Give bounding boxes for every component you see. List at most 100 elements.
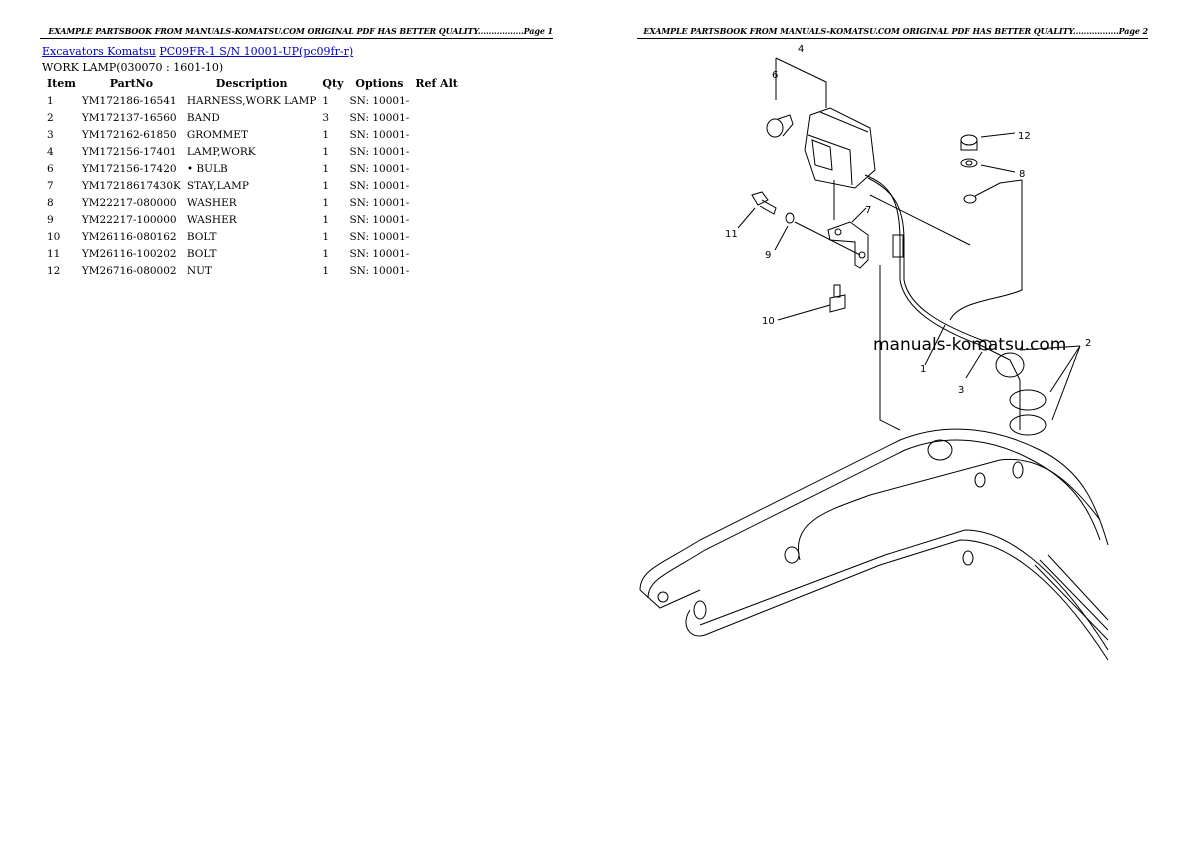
row-ref-alt: [412, 177, 461, 194]
boom-arm-outline: [639, 428, 1109, 661]
table-header-row: Item PartNo Description Qty Options Ref …: [44, 76, 461, 92]
row-quantity: 1: [322, 179, 330, 192]
callout-8: 8: [1019, 169, 1025, 180]
row-item-number: 11: [47, 247, 61, 260]
row-quantity: 1: [322, 264, 330, 277]
washer-icon: [960, 158, 978, 168]
bulb-icon: [766, 114, 794, 138]
row-description: LAMP,WORK: [186, 145, 256, 158]
row-item-number: 8: [47, 196, 54, 209]
row-quantity: 1: [322, 128, 330, 141]
row-options: SN: 10001-: [349, 128, 410, 141]
callout-6: 6: [772, 70, 778, 81]
callout-12: 12: [1018, 131, 1031, 142]
row-options: SN: 10001-: [349, 145, 410, 158]
row-item-number: 9: [47, 213, 54, 226]
row-description: • BULB: [186, 162, 228, 175]
table-row: 1 YM172186-16541 HARNESS,WORK LAMP 1 SN: 100…: [44, 92, 461, 109]
row-item-number: 3: [47, 128, 54, 141]
row-ref-alt: [412, 245, 461, 262]
page-1-header: EXAMPLE PARTSBOOK FROM MANUALS-KOMATSU.C…: [40, 26, 553, 39]
row-quantity: 1: [322, 145, 330, 158]
section-title: WORK LAMP(030070 : 1601-10): [42, 61, 224, 74]
breadcrumb-link-model[interactable]: PC09FR-1 S/N 10001-UP(pc09fr-r): [159, 45, 354, 58]
row-description: BOLT: [186, 247, 217, 260]
row-item-number: 10: [47, 230, 61, 243]
row-description: BAND: [186, 111, 220, 124]
work-lamp-icon: [804, 107, 876, 189]
row-options: SN: 10001-: [349, 179, 410, 192]
row-quantity: 1: [322, 247, 330, 260]
row-item-number: 6: [47, 162, 54, 175]
row-options: SN: 10001-: [349, 162, 410, 175]
stay-icon: [827, 221, 869, 269]
row-description: GROMMET: [186, 128, 248, 141]
callout-4: 4: [798, 44, 804, 55]
row-options: SN: 10001-: [349, 94, 410, 107]
row-description: STAY,LAMP: [186, 179, 249, 192]
row-quantity: 1: [322, 213, 330, 226]
callout-1: 1: [920, 364, 926, 375]
row-item-number: 2: [47, 111, 54, 124]
leader-line-4: [775, 57, 827, 108]
row-description: WASHER: [186, 213, 237, 226]
grommet-icon: [978, 339, 992, 351]
table-row: 2 YM172137-16560 BAND 3 SN: 10001-: [44, 109, 461, 126]
row-part-number: YM22217-100000: [81, 213, 177, 226]
row-description: WASHER: [186, 196, 237, 209]
row-options: SN: 10001-: [349, 213, 410, 226]
row-ref-alt: [412, 211, 461, 228]
row-part-number: YM17218617430K: [81, 179, 181, 192]
row-quantity: 1: [322, 162, 330, 175]
column-header-ref-alt: Ref Alt: [415, 77, 458, 90]
row-description: HARNESS,WORK LAMP: [186, 94, 317, 107]
row-quantity: 1: [322, 230, 330, 243]
row-description: NUT: [186, 264, 212, 277]
row-options: SN: 10001-: [349, 196, 410, 209]
harness-wire: [864, 174, 1021, 430]
watermark: manuals-komatsu.com: [873, 335, 1067, 355]
callout-9: 9: [765, 250, 771, 261]
row-part-number: YM26716-080002: [81, 264, 177, 277]
bolt-icon: [829, 284, 846, 313]
row-item-number: 7: [47, 179, 54, 192]
row-part-number: YM22217-080000: [81, 196, 177, 209]
table-row: 9 YM22217-100000 WASHER 1 SN: 10001-: [44, 211, 461, 228]
column-header-qty: Qty: [322, 77, 344, 90]
row-item-number: 1: [47, 94, 54, 107]
breadcrumb-link-excavators[interactable]: Excavators Komatsu: [42, 45, 156, 58]
row-options: SN: 10001-: [349, 264, 410, 277]
column-header-partno: PartNo: [109, 77, 154, 90]
row-ref-alt: [412, 92, 461, 109]
row-part-number: YM172137-16560: [81, 111, 177, 124]
table-row: 3 YM172162-61850 GROMMET 1 SN: 10001-: [44, 126, 461, 143]
row-ref-alt: [412, 160, 461, 177]
breadcrumb: Excavators Komatsu PC09FR-1 S/N 10001-UP…: [42, 45, 353, 58]
table-row: 6 YM172156-17420 • BULB 1 SN: 10001-: [44, 160, 461, 177]
row-part-number: YM26116-100202: [81, 247, 177, 260]
row-part-number: YM172162-61850: [81, 128, 177, 141]
row-ref-alt: [412, 194, 461, 211]
page-2-header: EXAMPLE PARTSBOOK FROM MANUALS-KOMATSU.C…: [637, 26, 1148, 39]
row-options: SN: 10001-: [349, 247, 410, 260]
row-part-number: YM172156-17420: [81, 162, 177, 175]
band-icon: [995, 352, 1047, 436]
callout-7: 7: [865, 205, 871, 216]
row-part-number: YM172186-16541: [81, 94, 177, 107]
row-quantity: 3: [322, 111, 330, 124]
nut-icon: [960, 134, 978, 151]
row-options: SN: 10001-: [349, 111, 410, 124]
column-header-options: Options: [355, 77, 404, 90]
row-quantity: 1: [322, 94, 330, 107]
column-header-description: Description: [215, 77, 288, 90]
callout-10: 10: [762, 316, 775, 327]
row-item-number: 4: [47, 145, 54, 158]
row-description: BOLT: [186, 230, 217, 243]
callout-2: 2: [1085, 338, 1091, 349]
row-ref-alt: [412, 228, 461, 245]
row-options: SN: 10001-: [349, 230, 410, 243]
